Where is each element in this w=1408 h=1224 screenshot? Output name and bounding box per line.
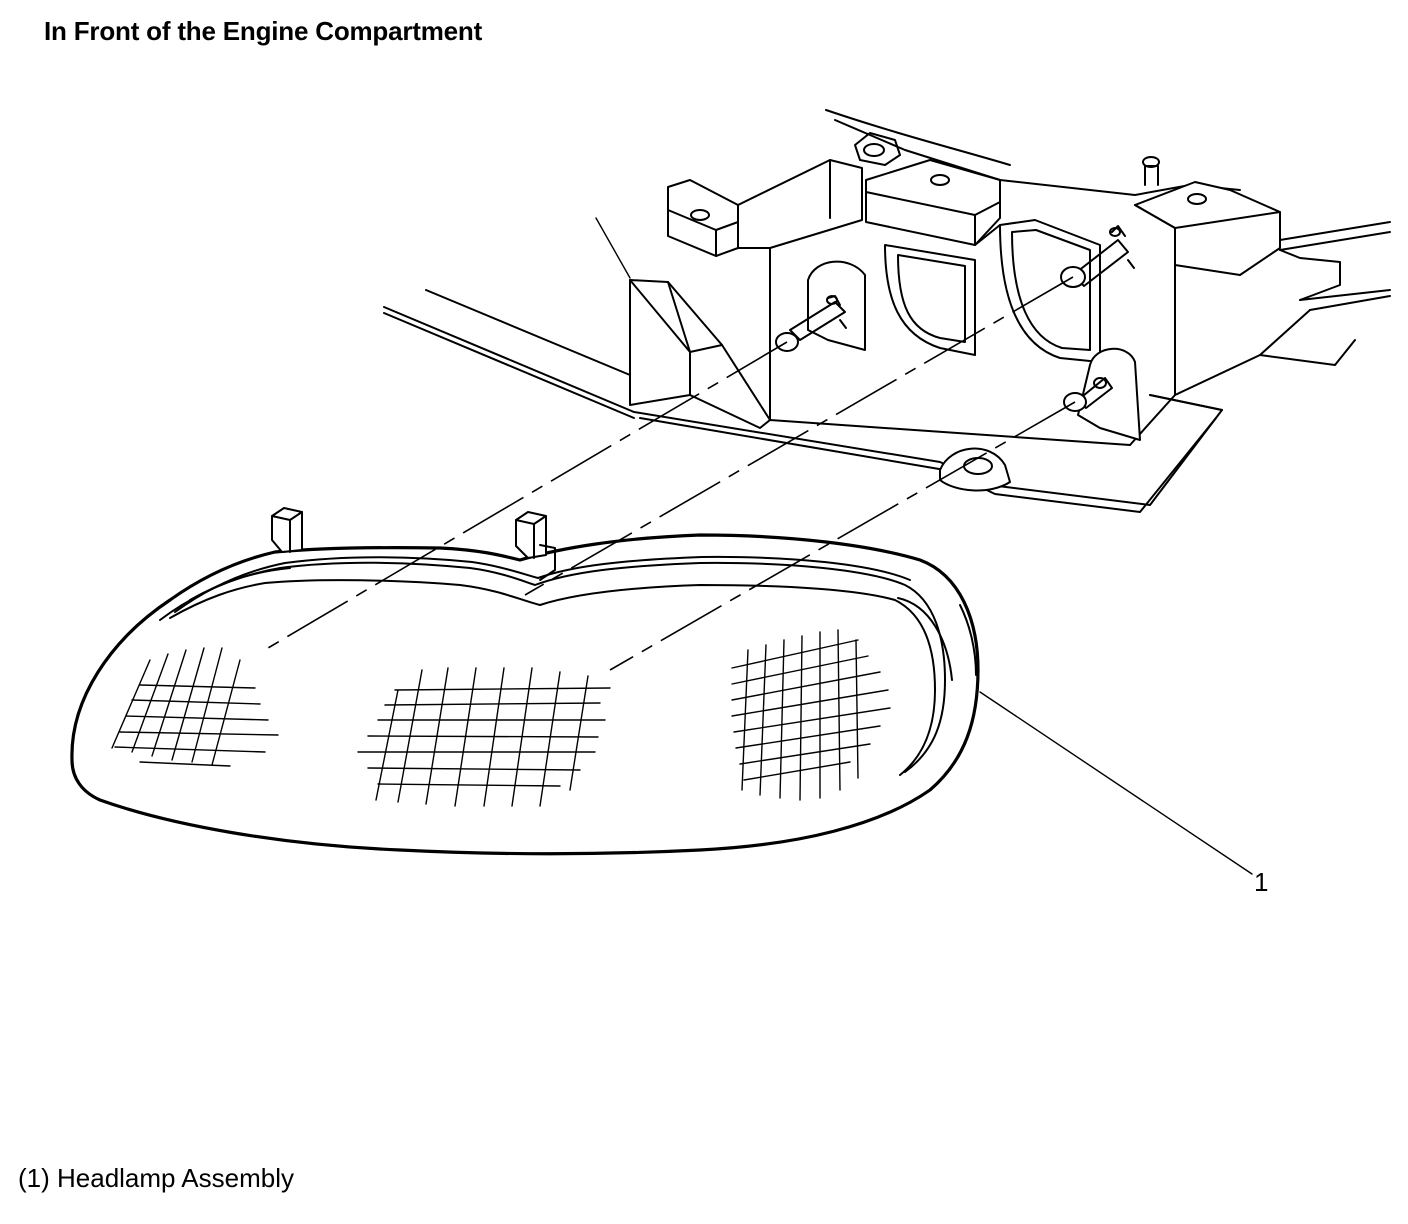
callout-1-leader	[979, 691, 1253, 875]
callout-1-label: 1	[1254, 867, 1268, 897]
lens-pattern-center	[357, 667, 611, 807]
legend-item-headlamp-assembly: (1) Headlamp Assembly	[18, 1163, 294, 1193]
callout-1: 1	[979, 691, 1268, 897]
lens-pattern-left	[111, 647, 279, 767]
headlamp-assembly	[70, 507, 980, 856]
lens-pattern-right	[731, 629, 891, 801]
page-title: In Front of the Engine Compartment	[44, 16, 483, 46]
radiator-support-structure	[383, 109, 1391, 513]
